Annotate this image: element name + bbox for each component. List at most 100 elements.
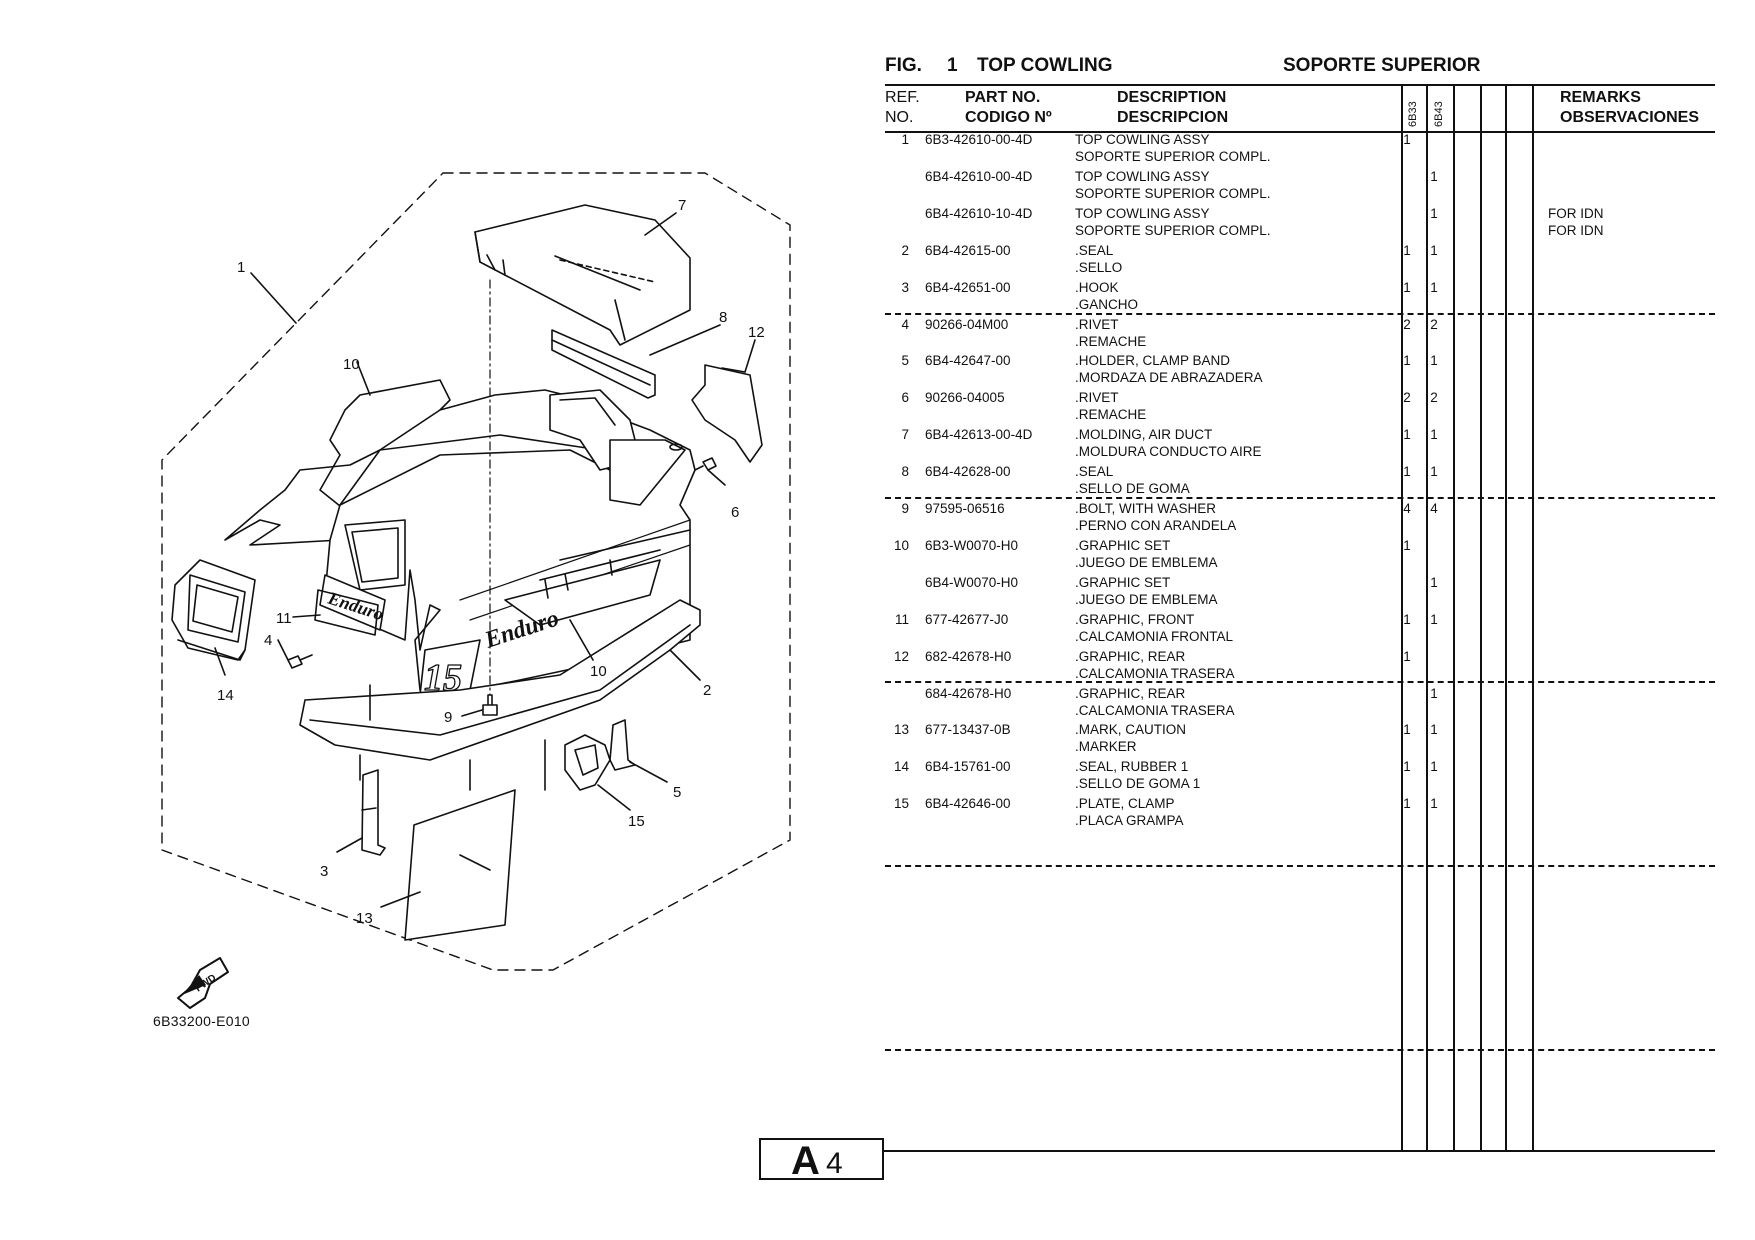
callout-3: 3	[320, 863, 329, 880]
part-number: 90266-04M00	[925, 317, 1009, 332]
ref-no: 6	[901, 390, 909, 405]
description-en: TOP COWLING ASSY	[1075, 206, 1210, 221]
callout-6: 6	[731, 504, 740, 521]
description-es: .MARKER	[1075, 739, 1137, 754]
callout-11: 11	[276, 610, 292, 627]
col-descripcion: DESCRIPCION	[1117, 109, 1229, 126]
qty-6b33: 2	[1403, 317, 1411, 332]
description-es: .REMACHE	[1075, 334, 1147, 349]
callout-13: 13	[356, 910, 373, 927]
figure-title-spanish: SOPORTE SUPERIOR	[1283, 55, 1481, 76]
description-en: .HOOK	[1075, 280, 1119, 295]
part-number: 97595-06516	[925, 501, 1005, 516]
qty-6b43: 4	[1430, 501, 1438, 516]
ref-no: 4	[901, 317, 909, 332]
callout-10-upper: 10	[343, 356, 360, 373]
qty-6b43: 1	[1430, 206, 1438, 221]
page-number: 4	[826, 1147, 843, 1180]
callout-15: 15	[628, 813, 645, 830]
col-model-6b43: 6B43	[1433, 101, 1445, 127]
qty-6b33: 1	[1403, 796, 1411, 811]
callout-12: 12	[748, 324, 765, 341]
description-es: SOPORTE SUPERIOR COMPL.	[1075, 186, 1271, 201]
remark-en: FOR IDN	[1548, 206, 1604, 221]
description-en: .RIVET	[1075, 390, 1119, 405]
table-bottom-rule	[884, 1150, 1715, 1152]
description-en: TOP COWLING ASSY	[1075, 132, 1210, 147]
col-no: NO.	[885, 109, 914, 126]
page-letter: A	[791, 1139, 820, 1183]
col-observaciones: OBSERVACIONES	[1560, 109, 1699, 126]
exploded-parts-diagram: Enduro Enduro 15	[0, 0, 860, 1240]
qty-6b43: 1	[1430, 353, 1438, 368]
description-es: .SELLO DE GOMA	[1075, 481, 1190, 496]
description-en: .GRAPHIC, REAR	[1075, 686, 1186, 701]
col-codigo: CODIGO Nº	[965, 109, 1052, 126]
part-number: 6B3-42610-00-4D	[925, 132, 1033, 147]
group-separator	[885, 681, 1715, 683]
part-number: 6B4-42628-00	[925, 464, 1011, 479]
callout-8: 8	[719, 309, 728, 326]
part-number: 90266-04005	[925, 390, 1005, 405]
qty-6b43: 1	[1430, 169, 1438, 184]
description-es: .CALCAMONIA TRASERA	[1075, 666, 1235, 681]
column-divider	[1480, 84, 1482, 1150]
qty-6b33: 1	[1403, 612, 1411, 627]
qty-6b43: 1	[1430, 796, 1438, 811]
part-number: 6B4-42646-00	[925, 796, 1011, 811]
description-es: .CALCAMONIA TRASERA	[1075, 703, 1235, 718]
diagram-code: 6B33200-E010	[153, 1013, 251, 1029]
col-remarks: REMARKS	[1560, 89, 1641, 106]
callout-1: 1	[237, 259, 246, 276]
description-en: .MARK, CAUTION	[1075, 722, 1187, 737]
qty-6b33: 1	[1403, 280, 1411, 295]
callout-10-lower: 10	[590, 663, 607, 680]
ref-no: 12	[893, 649, 909, 664]
page-tag: A 4	[759, 1138, 884, 1183]
remark-es: FOR IDN	[1548, 223, 1604, 238]
description-es: .JUEGO DE EMBLEMA	[1075, 592, 1218, 607]
figure-header: FIG. 1 TOP COWLING SOPORTE SUPERIOR	[885, 52, 1715, 82]
callout-7: 7	[678, 197, 687, 214]
qty-6b43: 1	[1430, 280, 1438, 295]
callout-14: 14	[217, 687, 234, 704]
description-es: .CALCAMONIA FRONTAL	[1075, 629, 1234, 644]
description-es: .SELLO	[1075, 260, 1123, 275]
qty-6b33: 1	[1403, 243, 1411, 258]
group-separator	[885, 313, 1715, 315]
callout-9: 9	[444, 709, 453, 726]
description-es: SOPORTE SUPERIOR COMPL.	[1075, 149, 1271, 164]
qty-6b43: 2	[1430, 317, 1438, 332]
description-es: .MOLDURA CONDUCTO AIRE	[1075, 444, 1262, 459]
part-number: 6B4-W0070-H0	[925, 575, 1019, 590]
column-divider	[1532, 84, 1534, 1150]
qty-6b43: 1	[1430, 612, 1438, 627]
qty-6b43: 2	[1430, 390, 1438, 405]
callout-5: 5	[673, 784, 682, 801]
ref-no: 10	[893, 538, 909, 553]
part-number: 6B4-15761-00	[925, 759, 1011, 774]
ref-no: 15	[893, 796, 909, 811]
ref-no: 13	[893, 722, 909, 737]
qty-6b43: 1	[1430, 464, 1438, 479]
part-number: 6B4-42610-10-4D	[925, 206, 1033, 221]
column-divider	[1505, 84, 1507, 1150]
table-top-rule	[885, 84, 1715, 86]
group-separator	[885, 865, 1715, 867]
qty-6b43: 1	[1430, 759, 1438, 774]
description-en: .MOLDING, AIR DUCT	[1075, 427, 1213, 442]
description-es: .PLACA GRAMPA	[1075, 813, 1184, 828]
